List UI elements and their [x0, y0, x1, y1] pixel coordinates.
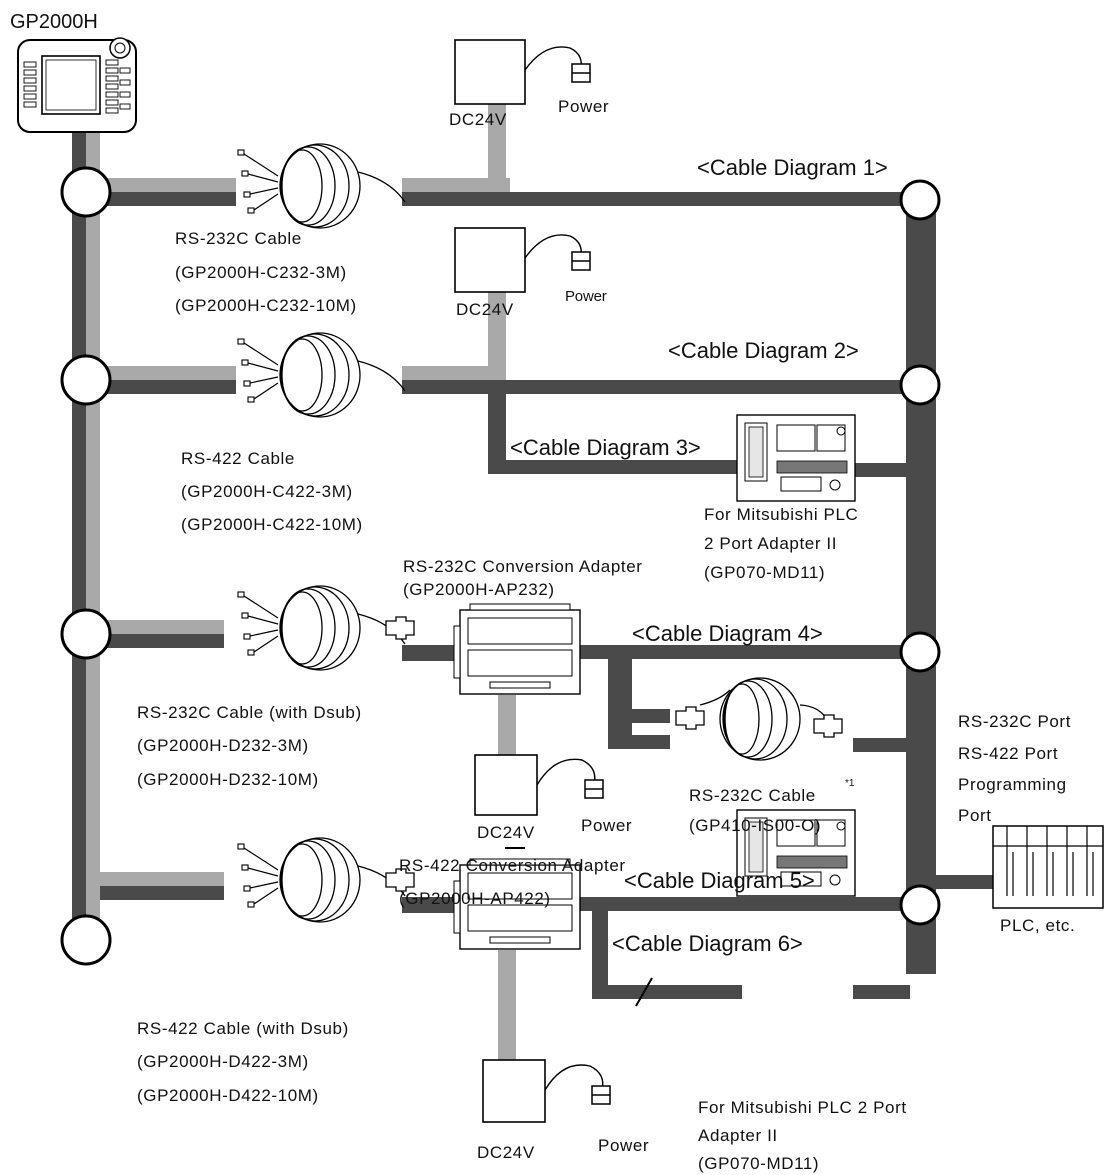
- power-label-3: Power: [581, 816, 633, 835]
- junction-right-2: [899, 364, 941, 406]
- plc-label: PLC, etc.: [1000, 916, 1076, 935]
- dc24v-label-4: DC24V: [477, 1143, 535, 1162]
- dc24v-label-3: DC24V: [477, 823, 535, 842]
- power-unit-2: [454, 227, 591, 293]
- conversion-adapter-ap232-image: [453, 603, 581, 695]
- cable-coil-1-image: [237, 143, 406, 229]
- junction-right-1: [899, 179, 941, 221]
- cable-coil-is00-image: [675, 677, 843, 761]
- cable-diagram-3-label: <Cable Diagram 3>: [510, 435, 701, 460]
- power-label-1: Power: [558, 97, 610, 116]
- junction-left-4: [60, 914, 112, 966]
- cable-diagram-5-label: <Cable Diagram 5>: [624, 868, 815, 893]
- junction-left-3: [60, 608, 112, 660]
- cable-diagram-4-label: <Cable Diagram 4>: [632, 621, 823, 646]
- plc-image: [992, 825, 1104, 909]
- power-unit-4: [482, 1059, 611, 1123]
- power-label-2: Power: [565, 288, 607, 305]
- power-unit-3: [474, 754, 604, 816]
- dc24v-label-2: DC24V: [456, 300, 514, 319]
- power-label-4: Power: [598, 1136, 650, 1155]
- cable-coil-4-image: [237, 837, 415, 923]
- cable-coil-3-image: [237, 585, 415, 671]
- junction-right-5: [899, 884, 941, 926]
- cable-diagram-2-label: <Cable Diagram 2>: [668, 338, 859, 363]
- mitsubishi-adapter-1-image: [736, 414, 856, 502]
- junction-left-2: [60, 354, 112, 406]
- power-unit-1: [454, 39, 591, 105]
- junction-left-1: [60, 166, 112, 218]
- junction-right-4: [899, 631, 941, 673]
- cable-diagram-1-label: <Cable Diagram 1>: [697, 155, 888, 180]
- cable-coil-2-image: [237, 332, 406, 418]
- device-name: GP2000H: [10, 11, 98, 33]
- dc24v-label-1: DC24V: [449, 110, 507, 129]
- junctions: [60, 166, 941, 966]
- cable-diagram-6-label: <Cable Diagram 6>: [612, 931, 803, 956]
- gp2000h-device-image: [17, 37, 137, 133]
- bus-lines: [72, 102, 993, 1060]
